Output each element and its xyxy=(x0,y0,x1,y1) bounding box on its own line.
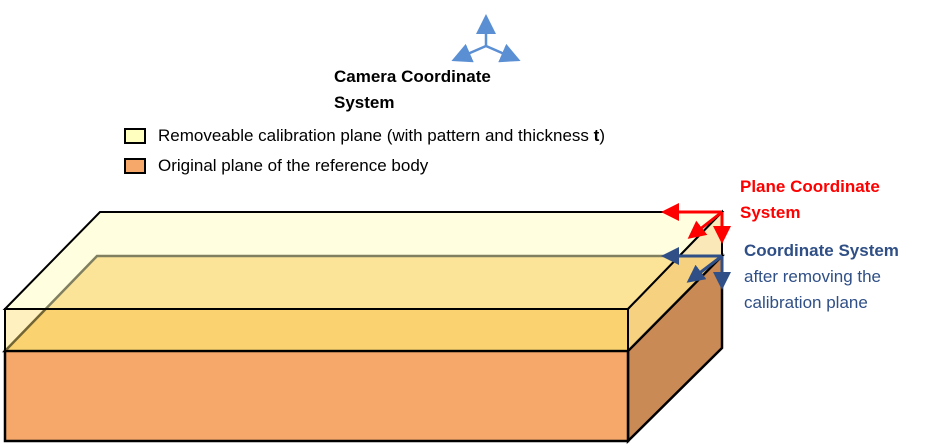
after-removal-title: Coordinate System xyxy=(744,241,899,260)
plane-axes-icon xyxy=(661,203,731,244)
legend-label-calibration-plane: Removeable calibration plane (with patte… xyxy=(158,126,605,145)
reference-body-swatch xyxy=(124,158,146,174)
camera-coordinate-label-line1: Camera Coordinate xyxy=(334,67,491,86)
plane-coordinate-label-line2: System xyxy=(740,203,801,222)
calibration-plane-front xyxy=(4,308,629,352)
calibration-plane-swatch xyxy=(124,128,146,144)
calibration-plane xyxy=(2,209,725,354)
calibration-plane-top xyxy=(2,211,725,310)
camera-coordinate-label-line2: System xyxy=(334,93,395,112)
plane-coordinate-label: Plane Coordinate System xyxy=(740,174,880,226)
plane-coordinate-label-line1: Plane Coordinate xyxy=(740,177,880,196)
legend-label-reference-body: Original plane of the reference body xyxy=(158,156,429,175)
legend-item-calibration-plane: Removeable calibration plane (with patte… xyxy=(124,126,605,146)
legend-item-reference-body: Original plane of the reference body xyxy=(124,156,428,176)
camera-axes-icon xyxy=(451,14,521,63)
after-removal-line2: after removing the xyxy=(744,267,882,286)
after-removal-line3: calibration plane xyxy=(744,293,868,312)
after-removal-coordinate-label: Coordinate System after removing the cal… xyxy=(744,238,899,316)
camera-coordinate-label: Camera Coordinate System xyxy=(334,64,491,116)
reference-axes-icon xyxy=(661,247,731,290)
reference-body-front xyxy=(3,349,630,443)
